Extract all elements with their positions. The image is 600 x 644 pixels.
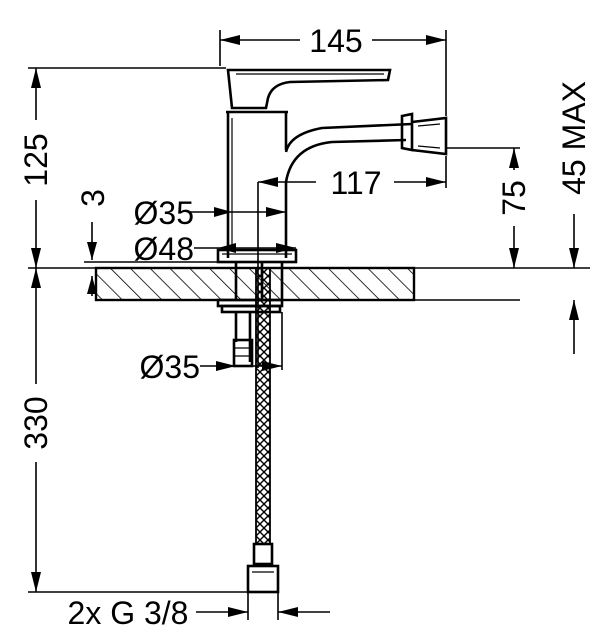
- dim-label-base-diameter: Ø48: [134, 231, 194, 267]
- dim-label-45-max: 45 MAX: [556, 81, 592, 195]
- dim-label-connection: 2x G 3/8: [68, 595, 189, 631]
- dim-body-diameter: Ø35: [134, 195, 286, 231]
- dim-label-75: 75: [496, 180, 532, 216]
- dim-330: 330: [18, 268, 248, 593]
- dim-label-145: 145: [309, 23, 362, 59]
- shank-assembly: [216, 262, 284, 368]
- dim-label-125: 125: [18, 133, 54, 186]
- dim-75: 75: [446, 147, 532, 268]
- dim-label-117: 117: [330, 165, 381, 201]
- dim-label-body-diameter: Ø35: [134, 195, 194, 231]
- dim-45-max: 45 MAX: [520, 81, 592, 354]
- dim-shank-diameter: Ø35: [140, 312, 283, 385]
- dim-3: 3: [75, 189, 218, 296]
- dim-145: 145: [219, 23, 447, 116]
- dim-base-diameter: Ø48: [134, 231, 296, 267]
- braided-hose: [246, 267, 280, 594]
- dim-label-shank-diameter: Ø35: [140, 349, 200, 385]
- dim-117: 117: [257, 156, 447, 368]
- deck-section: [28, 266, 520, 302]
- faucet-body: [216, 68, 448, 264]
- dim-label-330: 330: [18, 396, 54, 449]
- dim-label-3: 3: [75, 189, 111, 207]
- dim-connection: 2x G 3/8: [68, 592, 330, 631]
- dim-125: 125: [18, 67, 226, 268]
